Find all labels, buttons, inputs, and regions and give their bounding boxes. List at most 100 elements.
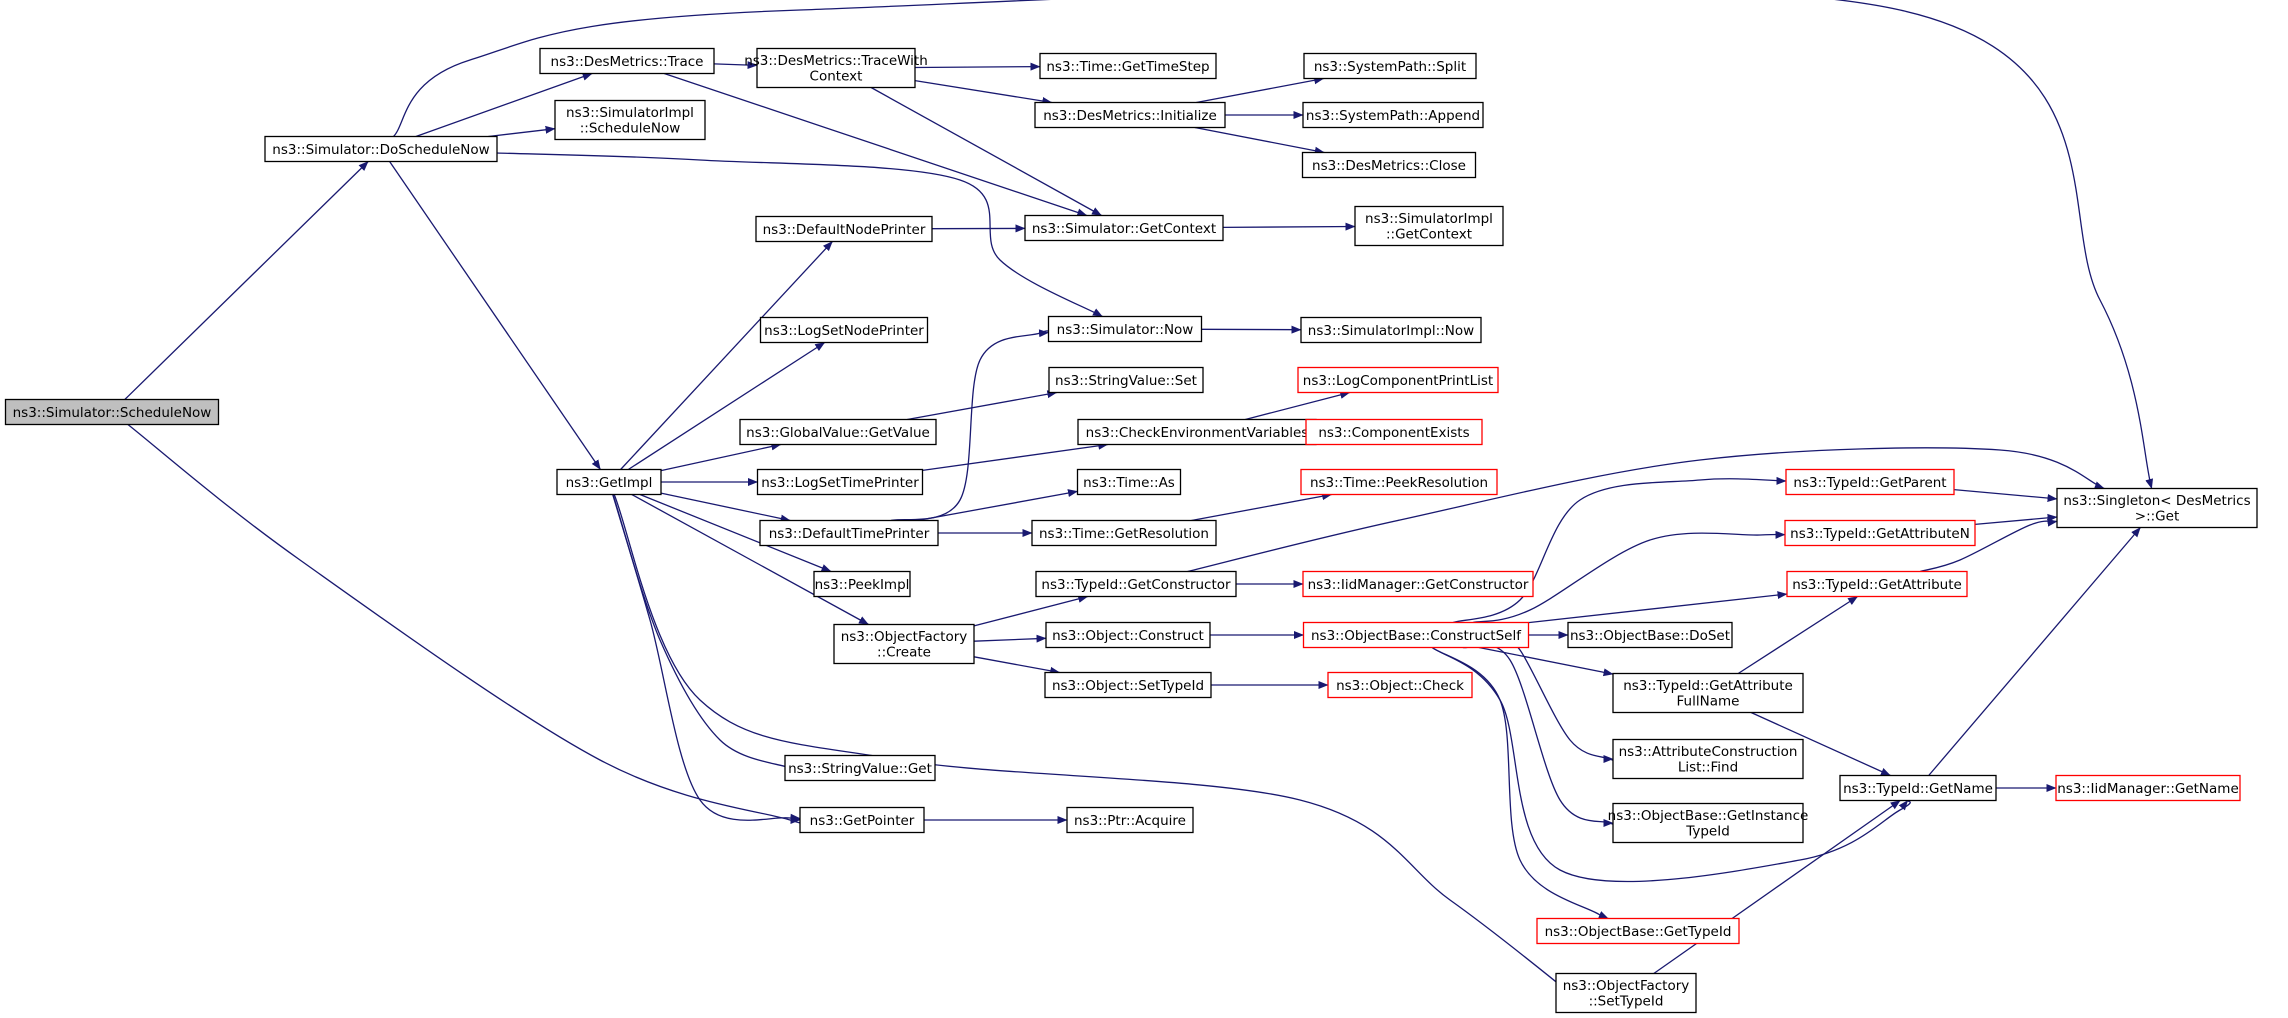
function-node-do-schedule-now[interactable]: ns3::Simulator::DoScheduleNow [264, 135, 498, 163]
node-label: ns3::Time::As [1083, 475, 1175, 491]
function-node-gv-get-value[interactable]: ns3::GlobalValue::GetValue [739, 418, 937, 446]
function-node-object-set-type-id[interactable]: ns3::Object::SetTypeId [1044, 671, 1212, 699]
node-box [1039, 52, 1217, 80]
function-node-check-env-vars[interactable]: ns3::CheckEnvironmentVariables [1077, 418, 1317, 446]
call-edge-ob_construct_self-to-typeid_get_name [1431, 646, 1911, 883]
node-box [1354, 205, 1504, 247]
node-label: ns3::Simulator::ScheduleNow [13, 405, 212, 421]
function-node-string-value-get[interactable]: ns3::StringValue::Get [784, 754, 936, 782]
node-label: ns3::SimulatorImpl [566, 105, 694, 121]
function-node-simimpl-schedule-now[interactable]: ns3::SimulatorImpl::ScheduleNow [554, 99, 706, 141]
node-label: ns3::Time::GetResolution [1039, 526, 1209, 542]
call-edge-ob_construct_self-to-typeid_get_attribute_n [1472, 530, 1786, 624]
function-node-object-construct[interactable]: ns3::Object::Construct [1045, 621, 1211, 649]
call-arrow [917, 489, 1078, 522]
call-arrow [389, 161, 601, 470]
node-label: ns3::ObjectBase::GetInstance [1608, 808, 1809, 824]
function-node-path-split[interactable]: ns3::SystemPath::Split [1303, 52, 1477, 80]
function-node-ob-get-type-id[interactable]: ns3::ObjectBase::GetTypeId [1536, 917, 1740, 945]
call-edge-ob_construct_self-to-ob_get_type_id [1431, 646, 1610, 921]
call-arrow [660, 492, 791, 523]
call-arrow [1920, 518, 2058, 573]
call-arrow [1528, 591, 1788, 624]
function-node-sim-now[interactable]: ns3::Simulator::Now [1047, 315, 1203, 343]
call-edge-des_initialize-to-des_close [1194, 126, 1325, 155]
node-box [1076, 468, 1182, 496]
function-node-ob-construct-self[interactable]: ns3::ObjectBase::ConstructSelf [1302, 621, 1530, 649]
function-node-get-time-step[interactable]: ns3::Time::GetTimeStep [1039, 52, 1217, 80]
function-node-get-pointer[interactable]: ns3::GetPointer [799, 806, 925, 834]
node-box [756, 468, 924, 496]
function-node-simimpl-get-context[interactable]: ns3::SimulatorImpl::GetContext [1354, 205, 1504, 247]
call-arrow [488, 125, 556, 138]
function-node-get-impl[interactable]: ns3::GetImpl [556, 468, 662, 496]
node-box [1077, 418, 1317, 446]
call-arrow [613, 494, 1568, 992]
call-arrow [660, 442, 782, 472]
function-node-time-get-resolution[interactable]: ns3::Time::GetResolution [1031, 519, 1217, 547]
function-node-ob-do-set[interactable]: ns3::ObjectBase::DoSet [1567, 621, 1733, 649]
node-label: ns3::ObjectBase::DoSet [1570, 628, 1730, 644]
node-label: ns3::LogComponentPrintList [1303, 373, 1493, 389]
call-edge-check_env_vars-to-log_component_print_list [1245, 391, 1351, 421]
node-label: Context [810, 69, 863, 85]
node-label: ns3::Object::Construct [1052, 628, 1204, 644]
node-box [1044, 671, 1212, 699]
function-node-default-node-printer[interactable]: ns3::DefaultNodePrinter [755, 215, 933, 243]
call-arrow [1196, 76, 1325, 104]
node-label: ns3::DesMetrics::TraceWith [744, 53, 928, 69]
function-node-typeid-get-attribute[interactable]: ns3::TypeId::GetAttribute [1786, 570, 1968, 598]
call-arrow [890, 329, 1049, 522]
function-node-iid-get-constructor[interactable]: ns3::IidManager::GetConstructor [1302, 570, 1534, 598]
function-node-des-trace[interactable]: ns3::DesMetrics::Trace [539, 47, 715, 75]
function-node-typeid-get-name[interactable]: ns3::TypeId::GetName [1839, 774, 1997, 802]
function-node-singleton-get[interactable]: ns3::Singleton< DesMetrics >::Get [2056, 487, 2258, 529]
node-box [1327, 671, 1473, 699]
node-label: ns3::StringValue::Set [1055, 373, 1197, 389]
function-node-des-close[interactable]: ns3::DesMetrics::Close [1301, 151, 1477, 179]
function-node-typeid-get-attribute-n[interactable]: ns3::TypeId::GetAttributeN [1784, 519, 1976, 547]
node-label: ::ScheduleNow [580, 121, 681, 137]
function-node-string-value-set[interactable]: ns3::StringValue::Set [1048, 366, 1204, 394]
node-box [833, 623, 975, 665]
function-node-component-exists[interactable]: ns3::ComponentExists [1305, 418, 1483, 446]
node-box [1303, 52, 1477, 80]
node-label: ns3::Object::Check [1336, 678, 1464, 694]
call-arrow [973, 634, 1047, 643]
function-node-object-factory-set-type-id[interactable]: ns3::ObjectFactory::SetTypeId [1555, 972, 1697, 1014]
function-node-object-factory-create[interactable]: ns3::ObjectFactory::Create [833, 623, 975, 665]
call-edge-typeid_get_name-to-singleton_get [1928, 527, 2141, 776]
function-node-log-set-node-printer[interactable]: ns3::LogSetNodePrinter [759, 316, 929, 344]
node-box [1839, 774, 1997, 802]
function-node-peek-impl[interactable]: ns3::PeekImpl [813, 570, 911, 598]
function-node-object-check[interactable]: ns3::Object::Check [1327, 671, 1473, 699]
function-node-log-component-print-list[interactable]: ns3::LogComponentPrintList [1297, 366, 1499, 394]
call-edge-ob_construct_self-to-typeid_get_attr_full_name [1478, 646, 1614, 677]
call-arrow [1222, 222, 1356, 231]
function-node-path-append[interactable]: ns3::SystemPath::Append [1302, 101, 1484, 129]
node-label: ns3::Time::PeekResolution [1310, 475, 1488, 491]
function-node-typeid-get-parent[interactable]: ns3::TypeId::GetParent [1785, 468, 1955, 496]
function-node-time-as[interactable]: ns3::Time::As [1076, 468, 1182, 496]
call-edge-des_trace-to-trace_with_context [713, 61, 758, 70]
function-node-schedule-now[interactable]: ns3::Simulator::ScheduleNow [4, 398, 220, 426]
node-box [554, 99, 706, 141]
function-node-typeid-get-constructor[interactable]: ns3::TypeId::GetConstructor [1035, 570, 1237, 598]
call-arrow [1478, 646, 1614, 677]
node-box [4, 398, 220, 426]
node-box [759, 519, 939, 547]
function-node-default-time-printer[interactable]: ns3::DefaultTimePrinter [759, 519, 939, 547]
function-node-time-peek-resolution[interactable]: ns3::Time::PeekResolution [1300, 468, 1498, 496]
function-node-get-context[interactable]: ns3::Simulator::GetContext [1024, 214, 1224, 242]
function-node-simimpl-now[interactable]: ns3::SimulatorImpl::Now [1300, 316, 1482, 344]
function-node-ptr-acquire[interactable]: ns3::Ptr::Acquire [1066, 806, 1194, 834]
function-node-iid-get-name[interactable]: ns3::IidManager::GetName [2055, 774, 2241, 802]
function-node-log-set-time-printer[interactable]: ns3::LogSetTimePrinter [756, 468, 924, 496]
call-edge-do_schedule_now-to-singleton_get [393, 0, 2154, 489]
function-node-des-initialize[interactable]: ns3::DesMetrics::Initialize [1034, 101, 1226, 129]
